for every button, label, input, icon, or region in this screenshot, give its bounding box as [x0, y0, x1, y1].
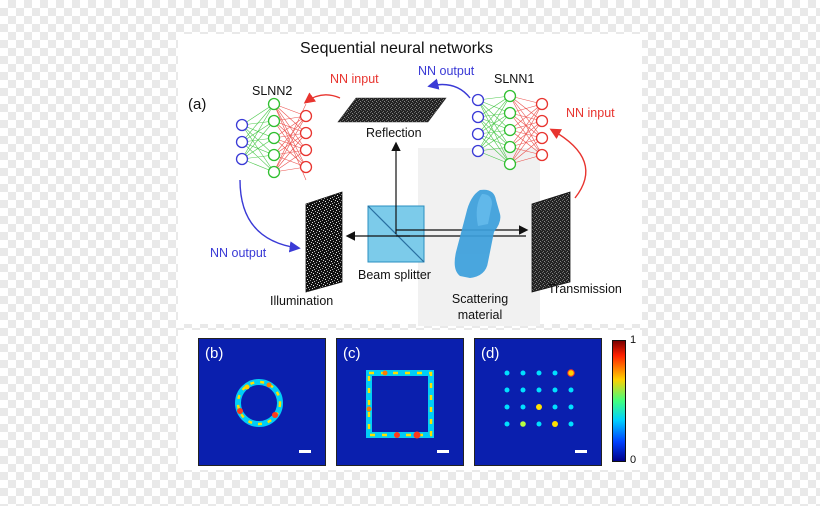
slnn2-output-nodes [299, 109, 313, 174]
map-d: (d) [474, 338, 602, 466]
illumination-label: Illumination [270, 294, 334, 308]
map-c-pattern [366, 370, 434, 439]
panel-label-d: (d) [481, 345, 500, 362]
scale-bar-c [437, 450, 449, 453]
slnn2-input-arrow [303, 92, 341, 104]
figure-title: Sequential neural networks [300, 40, 494, 57]
beam-splitter-label: Beam splitter [358, 268, 431, 282]
reflection-plane [337, 97, 447, 123]
slnn2-input-label: NN input [330, 72, 379, 86]
slnn2-output-label: NN output [210, 246, 267, 260]
slnn1-hidden-nodes [503, 89, 517, 171]
scattering-material [454, 189, 501, 278]
panel-label-c: (c) [343, 345, 361, 362]
slnn2-input-nodes [235, 118, 249, 166]
map-d-pattern [504, 369, 575, 427]
panel-label-a: (a) [188, 96, 207, 113]
slnn1-output-label: NN output [418, 64, 475, 78]
scattering-label-line1: Scattering [451, 292, 509, 306]
slnn1-output-arrow [427, 78, 471, 99]
slnn1-output-nodes [535, 97, 549, 162]
map-b: (b) [198, 338, 326, 466]
transmission-label: Transmission [548, 282, 622, 296]
transmission-slab [531, 191, 571, 293]
panel-label-b: (b) [205, 345, 224, 362]
slnn1-input-nodes [471, 93, 485, 158]
colorbar-max-label: 1 [630, 334, 637, 346]
slnn2-output-arrow [239, 179, 301, 253]
map-c: (c) [336, 338, 464, 466]
scale-bar-b [299, 450, 311, 453]
colorbar [612, 340, 626, 462]
slnn2-network [235, 97, 313, 181]
slnn1-label: SLNN1 [494, 72, 535, 86]
map-b-pattern [235, 379, 283, 427]
colorbar-min-label: 0 [630, 454, 637, 466]
slnn2-hidden-nodes [267, 97, 281, 179]
scattering-label-line2: material [457, 308, 503, 322]
slnn1-network [471, 89, 549, 171]
slnn1-input-arrow [549, 128, 587, 199]
scale-bar-d [575, 450, 587, 453]
illumination-slab [305, 191, 343, 293]
slnn1-input-label: NN input [566, 106, 615, 120]
reflection-label: Reflection [366, 126, 422, 140]
slnn2-label: SLNN2 [252, 84, 293, 98]
